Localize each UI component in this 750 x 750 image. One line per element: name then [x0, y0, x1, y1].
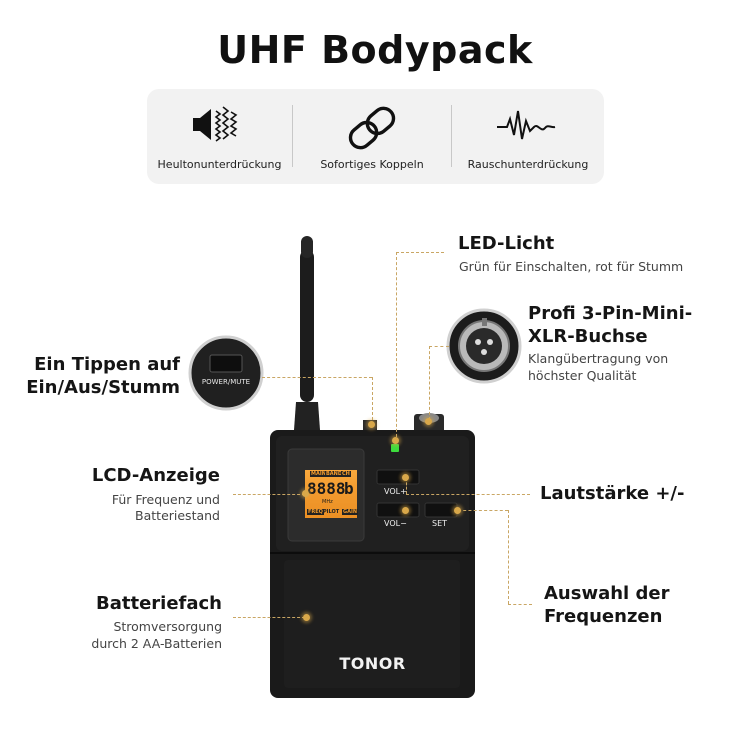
feature-noise: Rauschunterdrückung: [452, 89, 604, 184]
feature-pairing: Sofortiges Koppeln: [293, 89, 451, 184]
leader-line: [508, 510, 509, 604]
callout-xlr-desc-2: höchster Qualität: [528, 368, 637, 383]
brand-logo: TONOR: [339, 654, 406, 673]
led-indicator: [391, 444, 399, 452]
callout-led-title: LED-Licht: [458, 233, 555, 254]
vol-up-label: VOL+: [384, 487, 407, 496]
callout-freq-title-2: Frequenzen: [544, 606, 663, 627]
feature-bar: Heultonunterdrückung Sofortiges Koppeln …: [147, 89, 604, 184]
vol-down-label: VOL−: [384, 519, 407, 528]
callout-dot-vol-up: [402, 474, 409, 481]
power-mute-button[interactable]: [209, 354, 243, 373]
callout-freq-title-1: Auswahl der: [544, 583, 670, 604]
page-title: UHF Bodypack: [217, 28, 533, 72]
leader-line: [396, 252, 397, 442]
lcd-tag: FREQ: [307, 509, 324, 515]
battery-door: [284, 560, 460, 688]
waveform-icon: [497, 110, 556, 140]
feature-label: Heultonunterdrückung: [157, 158, 282, 171]
lcd-tag: PILOT: [323, 509, 340, 515]
set-label: SET: [432, 519, 448, 528]
leader-line: [396, 252, 444, 253]
lcd-bottom-tags: FREQ PILOT GAIN: [307, 509, 359, 517]
callout-dot-vol-down: [402, 507, 409, 514]
divider: [292, 105, 293, 167]
lcd-tag: CH: [341, 471, 351, 477]
callout-dot-lcd: [302, 490, 309, 497]
callout-volume-title: Lautstärke +/-: [540, 483, 685, 504]
vol-down-button[interactable]: [376, 502, 420, 518]
antenna: [300, 250, 314, 402]
leader-line: [458, 510, 508, 511]
callout-battery-desc-1: Stromversorgung: [113, 619, 222, 634]
callout-power-title-2: Ein/Aus/Stumm: [26, 377, 180, 398]
lcd-digits: 8888: [307, 479, 346, 498]
lcd-top-tags: MAIN BAND CH: [310, 471, 352, 479]
leader-line: [233, 494, 305, 495]
leader-line: [429, 346, 430, 420]
leader-line: [233, 617, 305, 618]
callout-lcd-title: LCD-Anzeige: [91, 465, 220, 486]
callout-lcd-desc-2: Batteriestand: [135, 508, 220, 523]
power-mute-label: POWER/MUTE: [201, 378, 251, 386]
callout-xlr-title-1: Profi 3-Pin-Mini-: [528, 303, 693, 324]
leader-line: [406, 494, 530, 495]
feature-label: Sofortiges Koppeln: [320, 158, 424, 171]
divider: [451, 105, 452, 167]
lcd-mhz: MHz: [322, 499, 333, 505]
callout-dot-xlr: [425, 418, 432, 425]
lcd-unit: b: [344, 479, 354, 498]
feature-label: Rauschunterdrückung: [467, 158, 589, 171]
lcd-tag: GAIN: [342, 509, 359, 515]
callout-dot-led: [392, 437, 399, 444]
leader-line: [262, 377, 372, 378]
callout-battery-desc-2: durch 2 AA-Batterien: [91, 636, 222, 651]
callout-dot-set: [454, 507, 461, 514]
feature-feedback: Heultonunterdrückung: [147, 89, 292, 184]
callout-xlr-desc-1: Klangübertragung von: [528, 351, 669, 366]
lcd-tag: MAIN: [310, 471, 327, 477]
vol-up-button[interactable]: [376, 469, 420, 485]
speaker-feedback-icon: [192, 106, 237, 142]
power-inset: [188, 335, 264, 411]
leader-line: [429, 346, 449, 347]
chain-link-icon: [348, 106, 396, 150]
callout-lcd-desc-1: Für Frequenz und: [111, 492, 220, 507]
callout-dot-power: [368, 421, 375, 428]
leader-line: [508, 604, 532, 605]
callout-dot-battery: [303, 614, 310, 621]
callout-xlr-title-2: XLR-Buchse: [528, 326, 648, 347]
callout-led-desc: Grün für Einschalten, rot für Stumm: [459, 259, 684, 274]
leader-line: [406, 478, 407, 494]
callout-power-title-1: Ein Tippen auf: [34, 354, 180, 375]
callout-battery-title: Batteriefach: [96, 593, 222, 614]
leader-line: [372, 377, 373, 425]
set-button[interactable]: [424, 502, 458, 518]
lcd-tag: BAND: [325, 471, 344, 477]
